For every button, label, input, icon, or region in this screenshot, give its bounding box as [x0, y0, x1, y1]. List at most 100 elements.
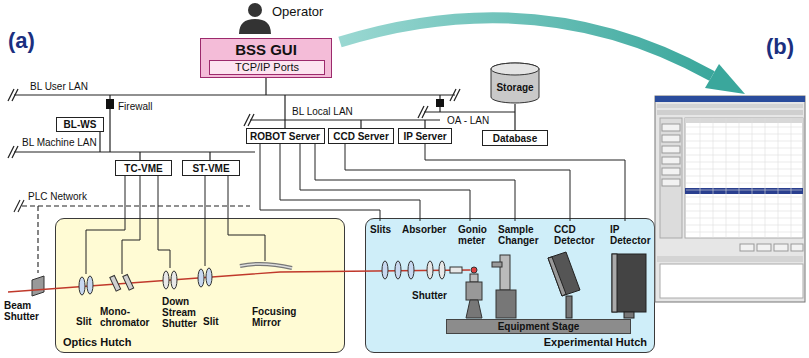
goniometer-part: [470, 274, 478, 282]
sample-changer-part: [496, 290, 516, 318]
network-lines-part: [284, 120, 285, 128]
slit-symbol-part: [206, 268, 212, 286]
network-lines-part: [422, 106, 428, 118]
slit-symbol-part: [395, 261, 401, 279]
gui-screenshot-part: [660, 118, 682, 238]
network-lines-part: [139, 152, 140, 160]
screenshot-rows-part: [686, 141, 802, 142]
focusing-mirror: [240, 264, 292, 268]
gui-screenshot-part: [657, 110, 803, 115]
flow-arrow-part: [705, 64, 745, 94]
server-box: IP Server: [398, 128, 452, 144]
network-lines-part: [424, 120, 425, 128]
control-wires-part: [260, 144, 380, 221]
screenshot-rows-part: [765, 118, 766, 238]
screenshot-rows-part: [739, 118, 740, 238]
vme-box: TC-VME: [115, 160, 172, 176]
plc-network-part: [18, 200, 24, 212]
gui-screenshot-part: [662, 146, 680, 153]
screenshot-rows-part: [700, 118, 701, 238]
network-name: BL User LAN: [30, 81, 88, 92]
plc-network: [14, 200, 250, 273]
server-box: ROBOT Server: [246, 128, 325, 144]
screenshot-rows-part: [726, 118, 727, 238]
screenshot-rows-part: [686, 162, 802, 163]
ccd-detector-part: [548, 252, 580, 296]
gui-screenshot-part: [657, 256, 803, 262]
component-name: Absorber: [402, 224, 446, 235]
node-label: Database: [493, 133, 537, 144]
server-box: CCD Server: [328, 128, 394, 144]
ccd-detector-part: [566, 296, 572, 318]
gui-screenshot-part: [662, 157, 680, 164]
screenshot-rows-part: [778, 118, 779, 238]
firewall-block-part: [436, 99, 444, 107]
beam-shutter-symbol-part: [32, 276, 44, 296]
flow-arrow: [340, 18, 745, 94]
panel-letter: (b): [766, 34, 794, 60]
gui-screenshot-part: [662, 179, 680, 186]
role-label: Operator: [272, 4, 323, 19]
network-lines-part: [284, 95, 285, 120]
ip-detector-part: [612, 254, 617, 312]
component-name: CCD Detector: [554, 224, 604, 246]
network-name: PLC Network: [28, 191, 87, 202]
network-lines-part: [99, 132, 100, 152]
screenshot-rows-part: [686, 155, 802, 156]
goniometer-part: [471, 267, 477, 273]
gui-screenshot-part: [655, 96, 805, 302]
gui-screenshot-part: [757, 244, 771, 251]
node-label: TCP/IP Ports: [235, 61, 299, 73]
network-lines-part: [209, 152, 210, 160]
shutter-symbol-part: [439, 261, 445, 279]
cylinder-top: [491, 63, 539, 75]
control-wires-part: [345, 144, 570, 221]
control-wires: [86, 144, 625, 274]
control-wires-part: [122, 176, 140, 274]
port-box: TCP/IP Ports: [209, 60, 325, 75]
node-label: CCD Server: [333, 131, 389, 142]
gui-screenshot-part: [657, 104, 803, 108]
network-lines-part: [14, 94, 455, 95]
gui-screenshot-part: [685, 118, 803, 238]
network-name: OA - LAN: [447, 115, 489, 126]
network-lines-part: [250, 119, 440, 120]
screenshot-rows-part: [686, 134, 802, 135]
component-name: Slits: [370, 224, 391, 235]
beam-shutter-symbol: [32, 276, 44, 296]
component-name: Mono- chromator: [100, 306, 158, 328]
gui-screenshot-part: [662, 135, 680, 142]
slit-symbol: [79, 268, 212, 295]
shutter-symbol-part: [427, 261, 433, 279]
network-lines-part: [360, 120, 361, 128]
component-name: Sample Changer: [498, 224, 548, 246]
connector-line: [514, 104, 515, 130]
operator-icon-part: [248, 3, 262, 17]
slit-symbol-part: [198, 269, 204, 287]
operator-icon: [239, 3, 271, 34]
shutter-symbol: [427, 261, 462, 279]
screenshot-rows-part: [686, 183, 802, 184]
network-name: BL Local LAN: [292, 106, 353, 117]
gui-screenshot-part: [740, 244, 754, 251]
node-label: TC-VME: [124, 163, 162, 174]
vme-box: ST-VME: [182, 160, 240, 176]
network-lines-part: [14, 151, 255, 152]
screenshot-rows-part: [686, 218, 802, 219]
goniometer: [466, 267, 482, 318]
ip-detector: [612, 254, 646, 318]
plc-network-part: [22, 205, 250, 206]
screenshot-rows-part: [686, 148, 802, 149]
node-label: ST-VME: [192, 163, 229, 174]
control-wires-part: [425, 144, 625, 221]
device-name: Firewall: [118, 101, 152, 112]
flow-arrow-part: [340, 18, 712, 76]
node-label: IP Server: [403, 131, 446, 142]
component-name: Slit: [203, 316, 219, 327]
gui-screenshot-part: [685, 188, 803, 194]
goniometer-part: [466, 300, 482, 318]
network-lines-part: [12, 89, 18, 101]
gui-screenshot-part: [660, 264, 803, 298]
